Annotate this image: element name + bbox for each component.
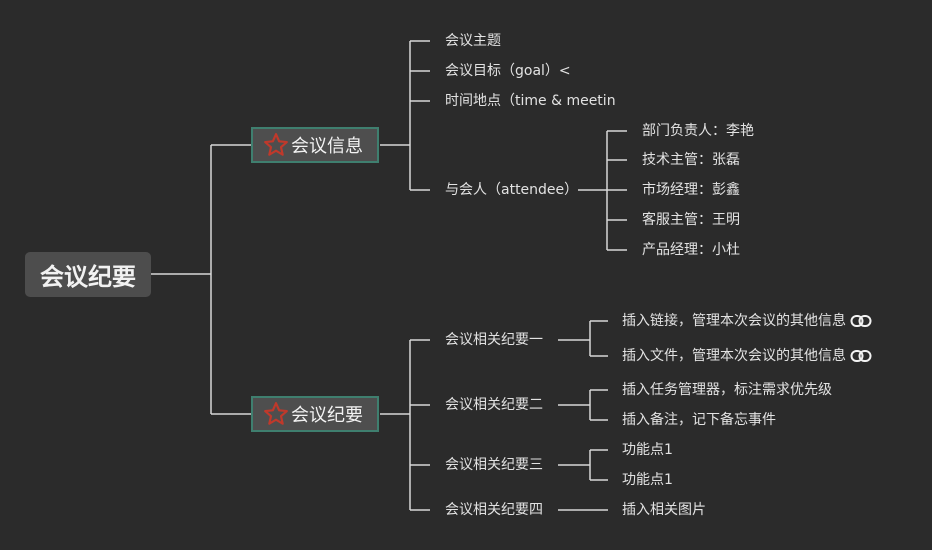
node-insert-link[interactable]: 插入链接，管理本次会议的其他信息 — [622, 311, 872, 331]
node-insert-note[interactable]: 插入备注，记下备忘事件 — [622, 412, 776, 428]
root-node[interactable]: 会议纪要 — [25, 252, 151, 297]
node-attendee[interactable]: 部门负责人：李艳 — [642, 123, 754, 139]
branch-label: 会议信息 — [291, 136, 363, 157]
branch-node-meeting-minutes[interactable]: 会议纪要 — [251, 396, 379, 432]
node-meeting-goal[interactable]: 会议目标（goal）< — [445, 63, 571, 79]
node-feature-point[interactable]: 功能点1 — [622, 472, 673, 488]
star-outline-icon — [264, 402, 288, 425]
node-text: 插入文件，管理本次会议的其他信息 — [622, 348, 846, 364]
node-attendee[interactable]: 客服主管：王明 — [642, 212, 740, 228]
node-minutes-3[interactable]: 会议相关纪要三 — [445, 457, 543, 473]
node-attendees[interactable]: 与会人（attendee） — [445, 182, 579, 198]
node-minutes-4[interactable]: 会议相关纪要四 — [445, 502, 543, 518]
node-meeting-time-place[interactable]: 时间地点（time & meetin — [445, 93, 616, 109]
node-feature-point[interactable]: 功能点1 — [622, 442, 673, 458]
star-outline-icon — [264, 133, 288, 156]
branch-node-meeting-info[interactable]: 会议信息 — [251, 127, 379, 163]
node-minutes-2[interactable]: 会议相关纪要二 — [445, 397, 543, 413]
node-text: 插入链接，管理本次会议的其他信息 — [622, 313, 846, 329]
branch-label: 会议纪要 — [291, 405, 363, 426]
link-icon[interactable] — [850, 314, 872, 328]
node-insert-image[interactable]: 插入相关图片 — [622, 502, 706, 518]
node-meeting-topic[interactable]: 会议主题 — [445, 33, 501, 49]
node-insert-task-manager[interactable]: 插入任务管理器，标注需求优先级 — [622, 382, 832, 398]
node-attendee[interactable]: 技术主管：张磊 — [642, 152, 740, 168]
node-minutes-1[interactable]: 会议相关纪要一 — [445, 332, 543, 348]
node-attendee[interactable]: 市场经理：彭鑫 — [642, 182, 740, 198]
link-icon[interactable] — [850, 349, 872, 363]
node-attendee[interactable]: 产品经理：小杜 — [642, 242, 740, 258]
node-insert-file[interactable]: 插入文件，管理本次会议的其他信息 — [622, 346, 872, 366]
